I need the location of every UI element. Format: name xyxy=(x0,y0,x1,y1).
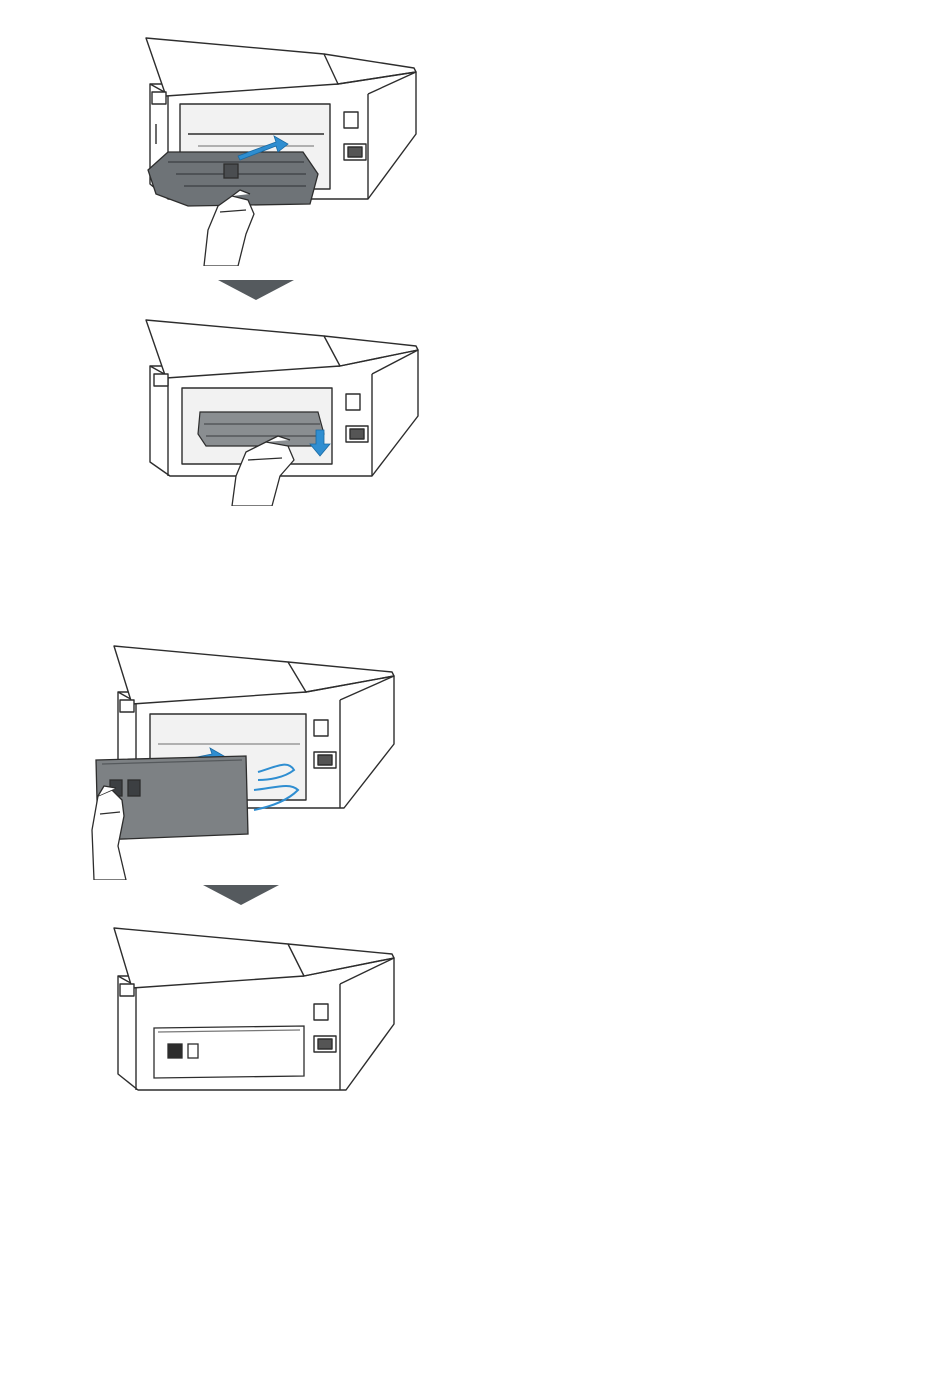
arrow-down-icon xyxy=(218,280,294,300)
printer-insert-transport-unit-illustration xyxy=(128,34,428,266)
printer-push-transport-unit-down-illustration xyxy=(140,316,425,506)
printer-rear-cover-attached-illustration xyxy=(108,922,400,1094)
arrow-down-icon xyxy=(203,885,279,905)
printer-attach-rear-cover-illustration xyxy=(88,640,400,880)
